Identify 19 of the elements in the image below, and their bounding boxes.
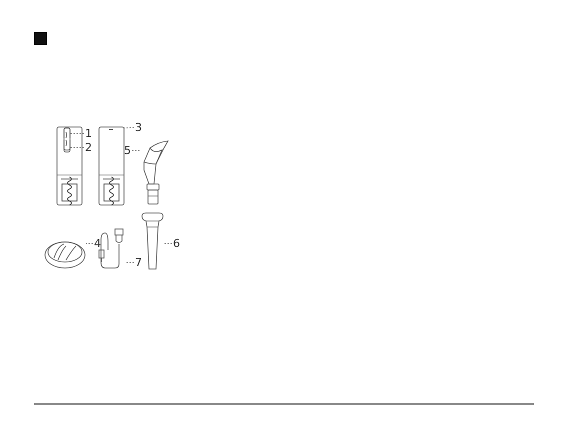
callout-number: 5 — [123, 144, 132, 157]
foil-cutter-drawing — [44, 240, 86, 270]
leader-line — [124, 262, 134, 263]
callout-number: 2 — [84, 141, 93, 154]
callout-number: 3 — [134, 121, 143, 134]
callout-number: 4 — [93, 237, 102, 250]
callout-number: 6 — [172, 237, 181, 250]
callout-number: 7 — [134, 256, 143, 269]
leader-line — [132, 150, 140, 151]
wine-opener-drawing — [99, 127, 124, 205]
vacuum-stopper-drawing — [142, 213, 163, 270]
switch-bottom-drawing — [64, 140, 70, 150]
switch-top-drawing — [64, 128, 70, 138]
leader-line — [124, 127, 134, 128]
leader-line — [162, 243, 172, 244]
callout-number: 1 — [84, 127, 93, 140]
leader-line — [70, 147, 84, 148]
leader-line — [70, 133, 84, 134]
leader-line — [86, 243, 94, 244]
